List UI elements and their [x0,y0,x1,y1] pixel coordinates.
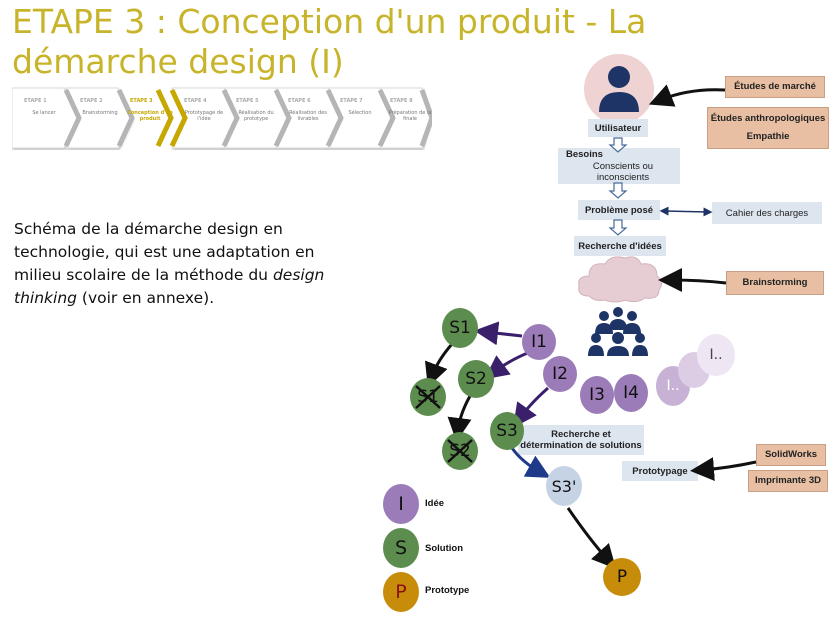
node-prototype: P [603,558,641,596]
etudes-anthro-label: Études anthropologiques [710,113,826,124]
stage-arrows [12,87,432,149]
arrow-s2-to-s2x [447,395,472,442]
node-i1: I1 [522,324,556,360]
box-etudes-anthro: Études anthropologiques Empathie [707,107,829,149]
description-paragraph: Schéma de la démarche design en technolo… [14,220,325,307]
step-chevron-4 [221,88,240,148]
down-arrow-2 [608,182,628,199]
cross-icon [447,439,473,463]
node-s1-rejected: S1 [410,378,446,416]
node-s1: S1 [442,308,478,348]
step-chevron-3a [155,88,174,148]
box-probleme: Problème posé [578,200,660,220]
arrow-i1-to-s2 [484,350,531,380]
recherche-solutions-line2: détermination de solutions [520,440,642,451]
step-chevron-2 [116,88,135,148]
node-s3-prime: S3' [546,466,582,506]
node-s2-rejected: S2 [442,432,478,470]
cloud-icon [578,256,663,303]
box-imprimante: Imprimante 3D [748,470,828,492]
node-i2: I2 [543,356,577,392]
down-arrow-3 [608,219,628,236]
besoins-label: Besoins [566,148,603,160]
down-arrow-1 [608,137,628,153]
conscients-label: Conscients ou inconscients [592,161,654,184]
node-i3: I3 [580,376,614,414]
group-icon [588,307,648,356]
step-chevron-5 [273,88,292,148]
box-brainstorming: Brainstorming [726,271,824,295]
step-chevron-3b [169,88,188,148]
box-recherche-solutions: Recherche et détermination de solutions [518,425,644,455]
arrow-brainstorm-to-cloud [658,268,727,293]
node-i-dots-2: I.. [697,334,735,376]
box-utilisateur: Utilisateur [588,119,648,137]
cross-icon [415,385,441,409]
arrow-cahier-probleme [659,206,713,217]
step-chevron-8 [419,89,432,147]
page-title: ETAPE 3 : Conception d'un produit - La d… [12,2,647,81]
legend-idea-label: Idée [425,498,445,509]
arrow-s1-to-s1x [424,343,454,388]
node-i4: I4 [614,374,648,412]
box-cahier-charges: Cahier des charges [712,202,822,224]
box-etudes-marche: Études de marché [725,76,825,98]
node-s3: S3 [490,412,524,450]
step-chevron-7 [377,88,396,148]
recherche-solutions-line1: Recherche et [551,429,611,440]
legend-prototype-circle: P [383,572,419,612]
arrow-solidworks-to-proto [690,457,757,482]
box-recherche-idees: Recherche d'idées [574,236,666,256]
user-icon [584,54,654,124]
legend-solution-circle: S [383,528,419,568]
legend-idea-circle: I [383,484,419,524]
step-chevron-6 [325,88,344,148]
legend-solution-label: Solution [425,543,463,554]
arrow-s3p-to-p [566,507,617,569]
arrow-i2-to-s3 [513,386,549,428]
box-prototypage: Prototypage [622,461,698,481]
empathie-label: Empathie [746,131,790,142]
arrow-marche-to-user [648,84,726,107]
box-besoins: Besoins Conscients ou inconscients [558,148,680,184]
arrow-s3-to-s3p [510,447,551,478]
box-solidworks: SolidWorks [756,444,826,466]
legend-prototype-label: Prototype [425,585,470,596]
step-chevron-1 [63,88,82,148]
design-thinking-term: design thinking [14,266,325,307]
node-s2: S2 [458,360,494,398]
arrow-i1-to-s1 [474,321,523,346]
